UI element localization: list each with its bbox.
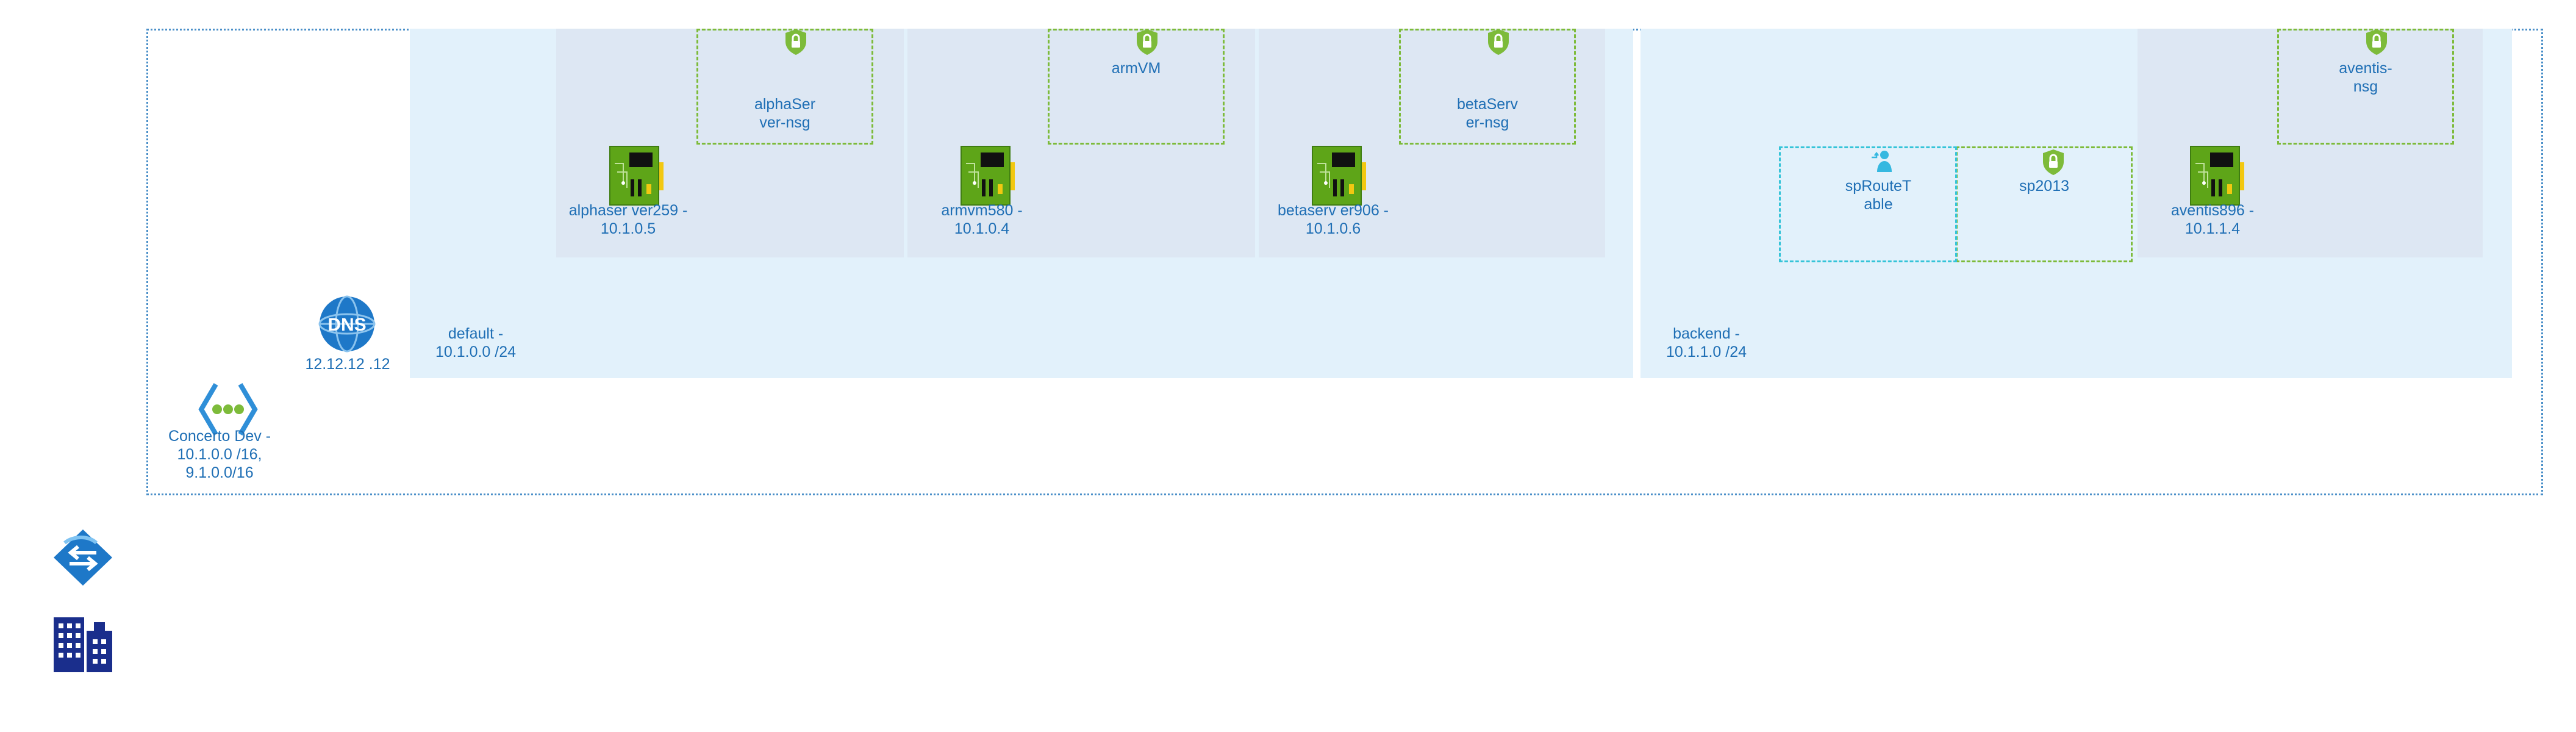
nsg-alphaserver-label: alphaSer ver-nsg (754, 96, 816, 131)
nsg-aventis-box[interactable] (2277, 29, 2454, 145)
dns-icon-text: DNS (327, 315, 366, 335)
nsg-betaserver-label: betaServ er-nsg (1456, 96, 1519, 131)
route-table-box[interactable] (1779, 146, 1957, 262)
nic-armvm-label: armvm580 - 10.1.0.4 (941, 202, 1023, 237)
shield-lock-icon (1487, 29, 1510, 56)
dns-label: 12.12.12 .12 (305, 356, 390, 373)
nsg-armvm-box[interactable] (1048, 29, 1225, 145)
network-interface-icon (2189, 145, 2248, 206)
shield-lock-icon (1136, 29, 1159, 56)
shield-lock-icon (784, 29, 807, 56)
nsg-alphaserver-box[interactable] (696, 29, 873, 145)
subnet-backend-label: backend - 10.1.1.0 /24 (1665, 325, 1747, 361)
route-table-label: spRouteT able (1845, 178, 1912, 213)
dns-globe-icon: DNS (318, 295, 376, 353)
nsg-sp2013-label: sp2013 (2019, 178, 2070, 195)
nic-aventis-label: aventis896 - 10.1.1.4 (2170, 202, 2255, 237)
virtual-network-icon (198, 381, 259, 438)
vpn-gateway-icon (51, 527, 115, 588)
network-interface-icon (609, 145, 667, 206)
route-table-icon (1870, 149, 1894, 173)
subnet-default-label: default - 10.1.0.0 /24 (435, 325, 517, 361)
nsg-betaserver-box[interactable] (1399, 29, 1576, 145)
nic-alphaserver-label: alphaser ver259 - 10.1.0.5 (568, 202, 688, 237)
nsg-aventis-label: aventis- nsg (2339, 60, 2392, 95)
nic-betaserver-label: betaserv er906 - 10.1.0.6 (1277, 202, 1389, 237)
vnet-label: Concerto Dev - 10.1.0.0 /16, 9.1.0.0/16 (168, 428, 271, 481)
shield-lock-icon (2042, 149, 2065, 176)
network-interface-icon (960, 145, 1018, 206)
on-premises-buildings-icon (52, 612, 113, 673)
network-interface-icon (1311, 145, 1370, 206)
nsg-armvm-label: armVM (1111, 60, 1161, 77)
shield-lock-icon (2365, 29, 2388, 56)
